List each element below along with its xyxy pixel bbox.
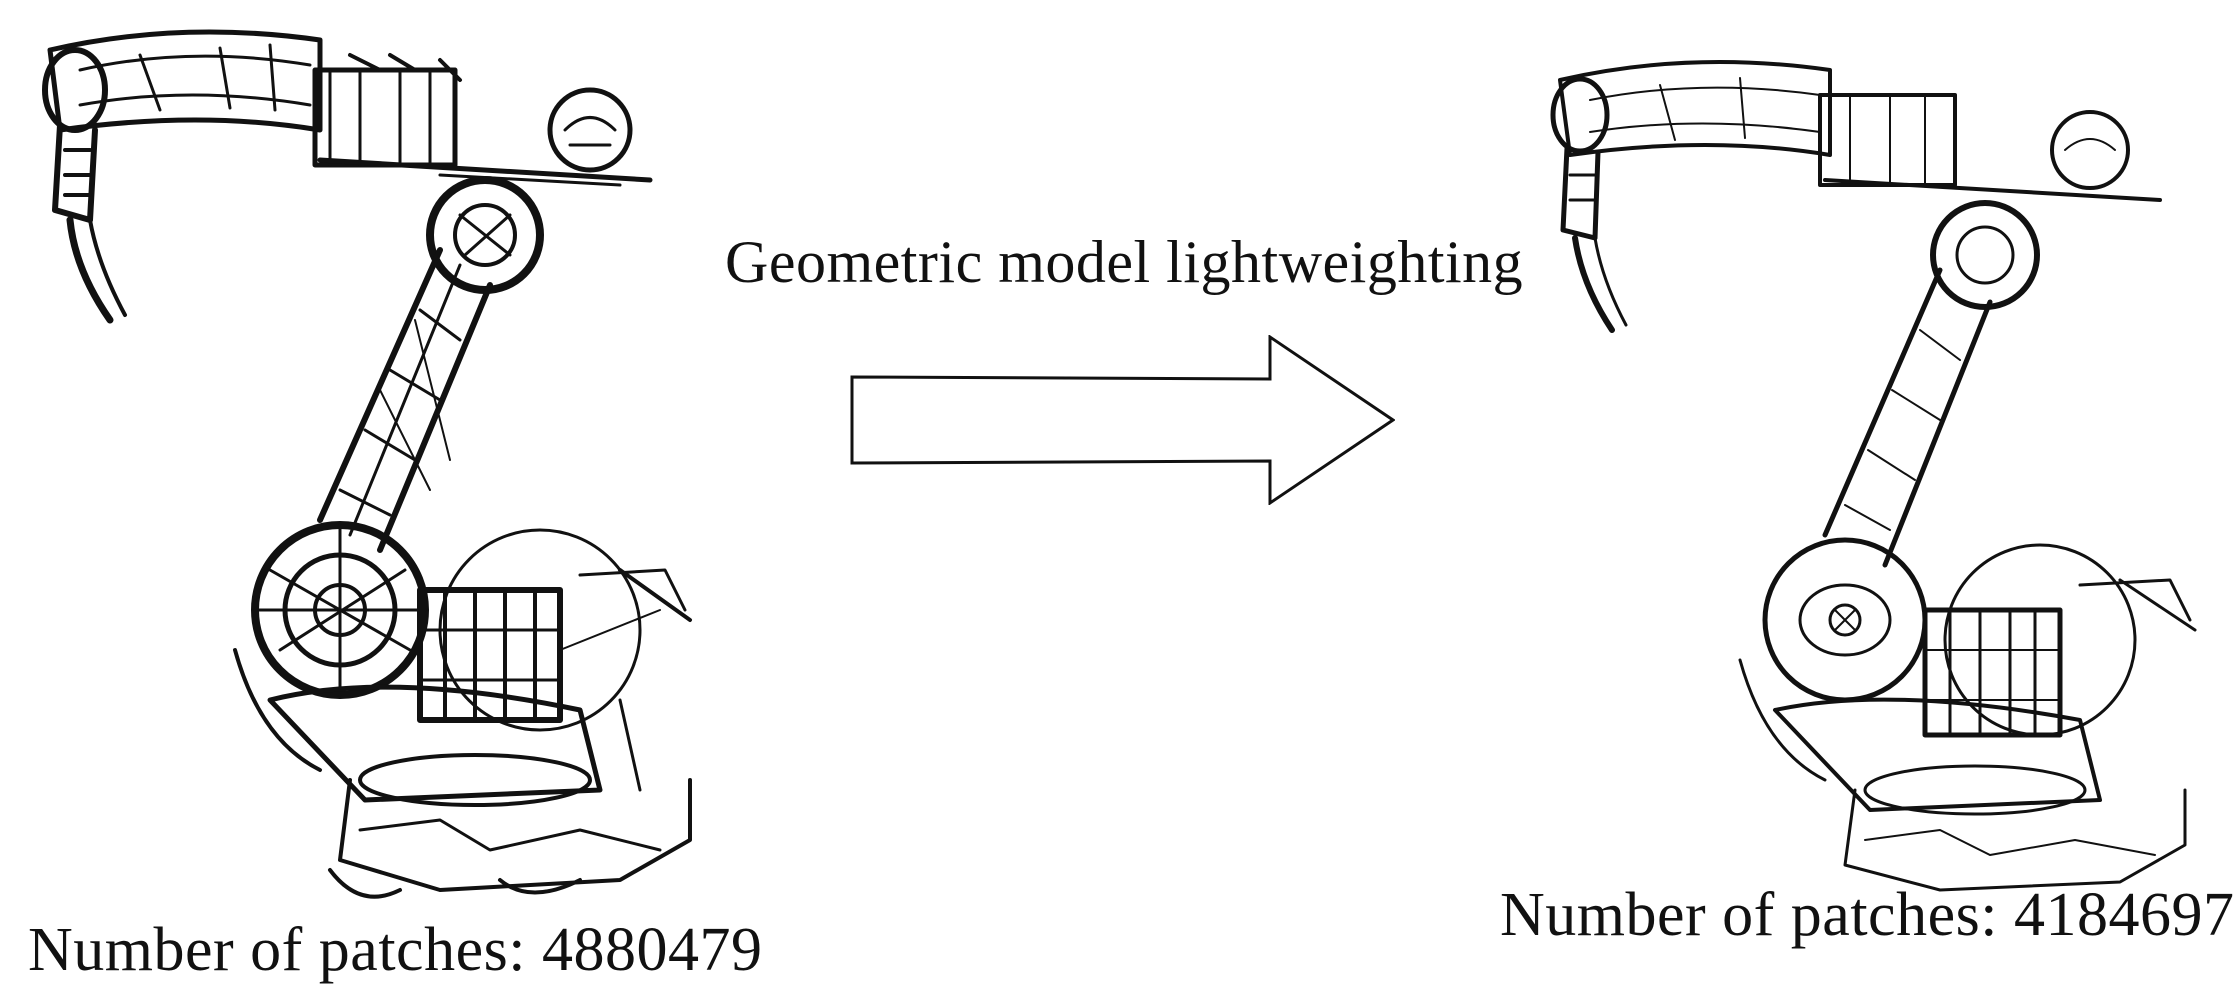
patch-count-original: Number of patches: 4880479 — [28, 916, 763, 984]
robot-model-original-image — [20, 10, 740, 900]
right-arrow-icon — [850, 335, 1395, 505]
process-label: Geometric model lightweighting — [725, 229, 1524, 295]
robot-model-lightweighted-image — [1530, 40, 2230, 892]
patch-count-lightweighted: Number of patches: 4184697 — [1500, 881, 2234, 949]
